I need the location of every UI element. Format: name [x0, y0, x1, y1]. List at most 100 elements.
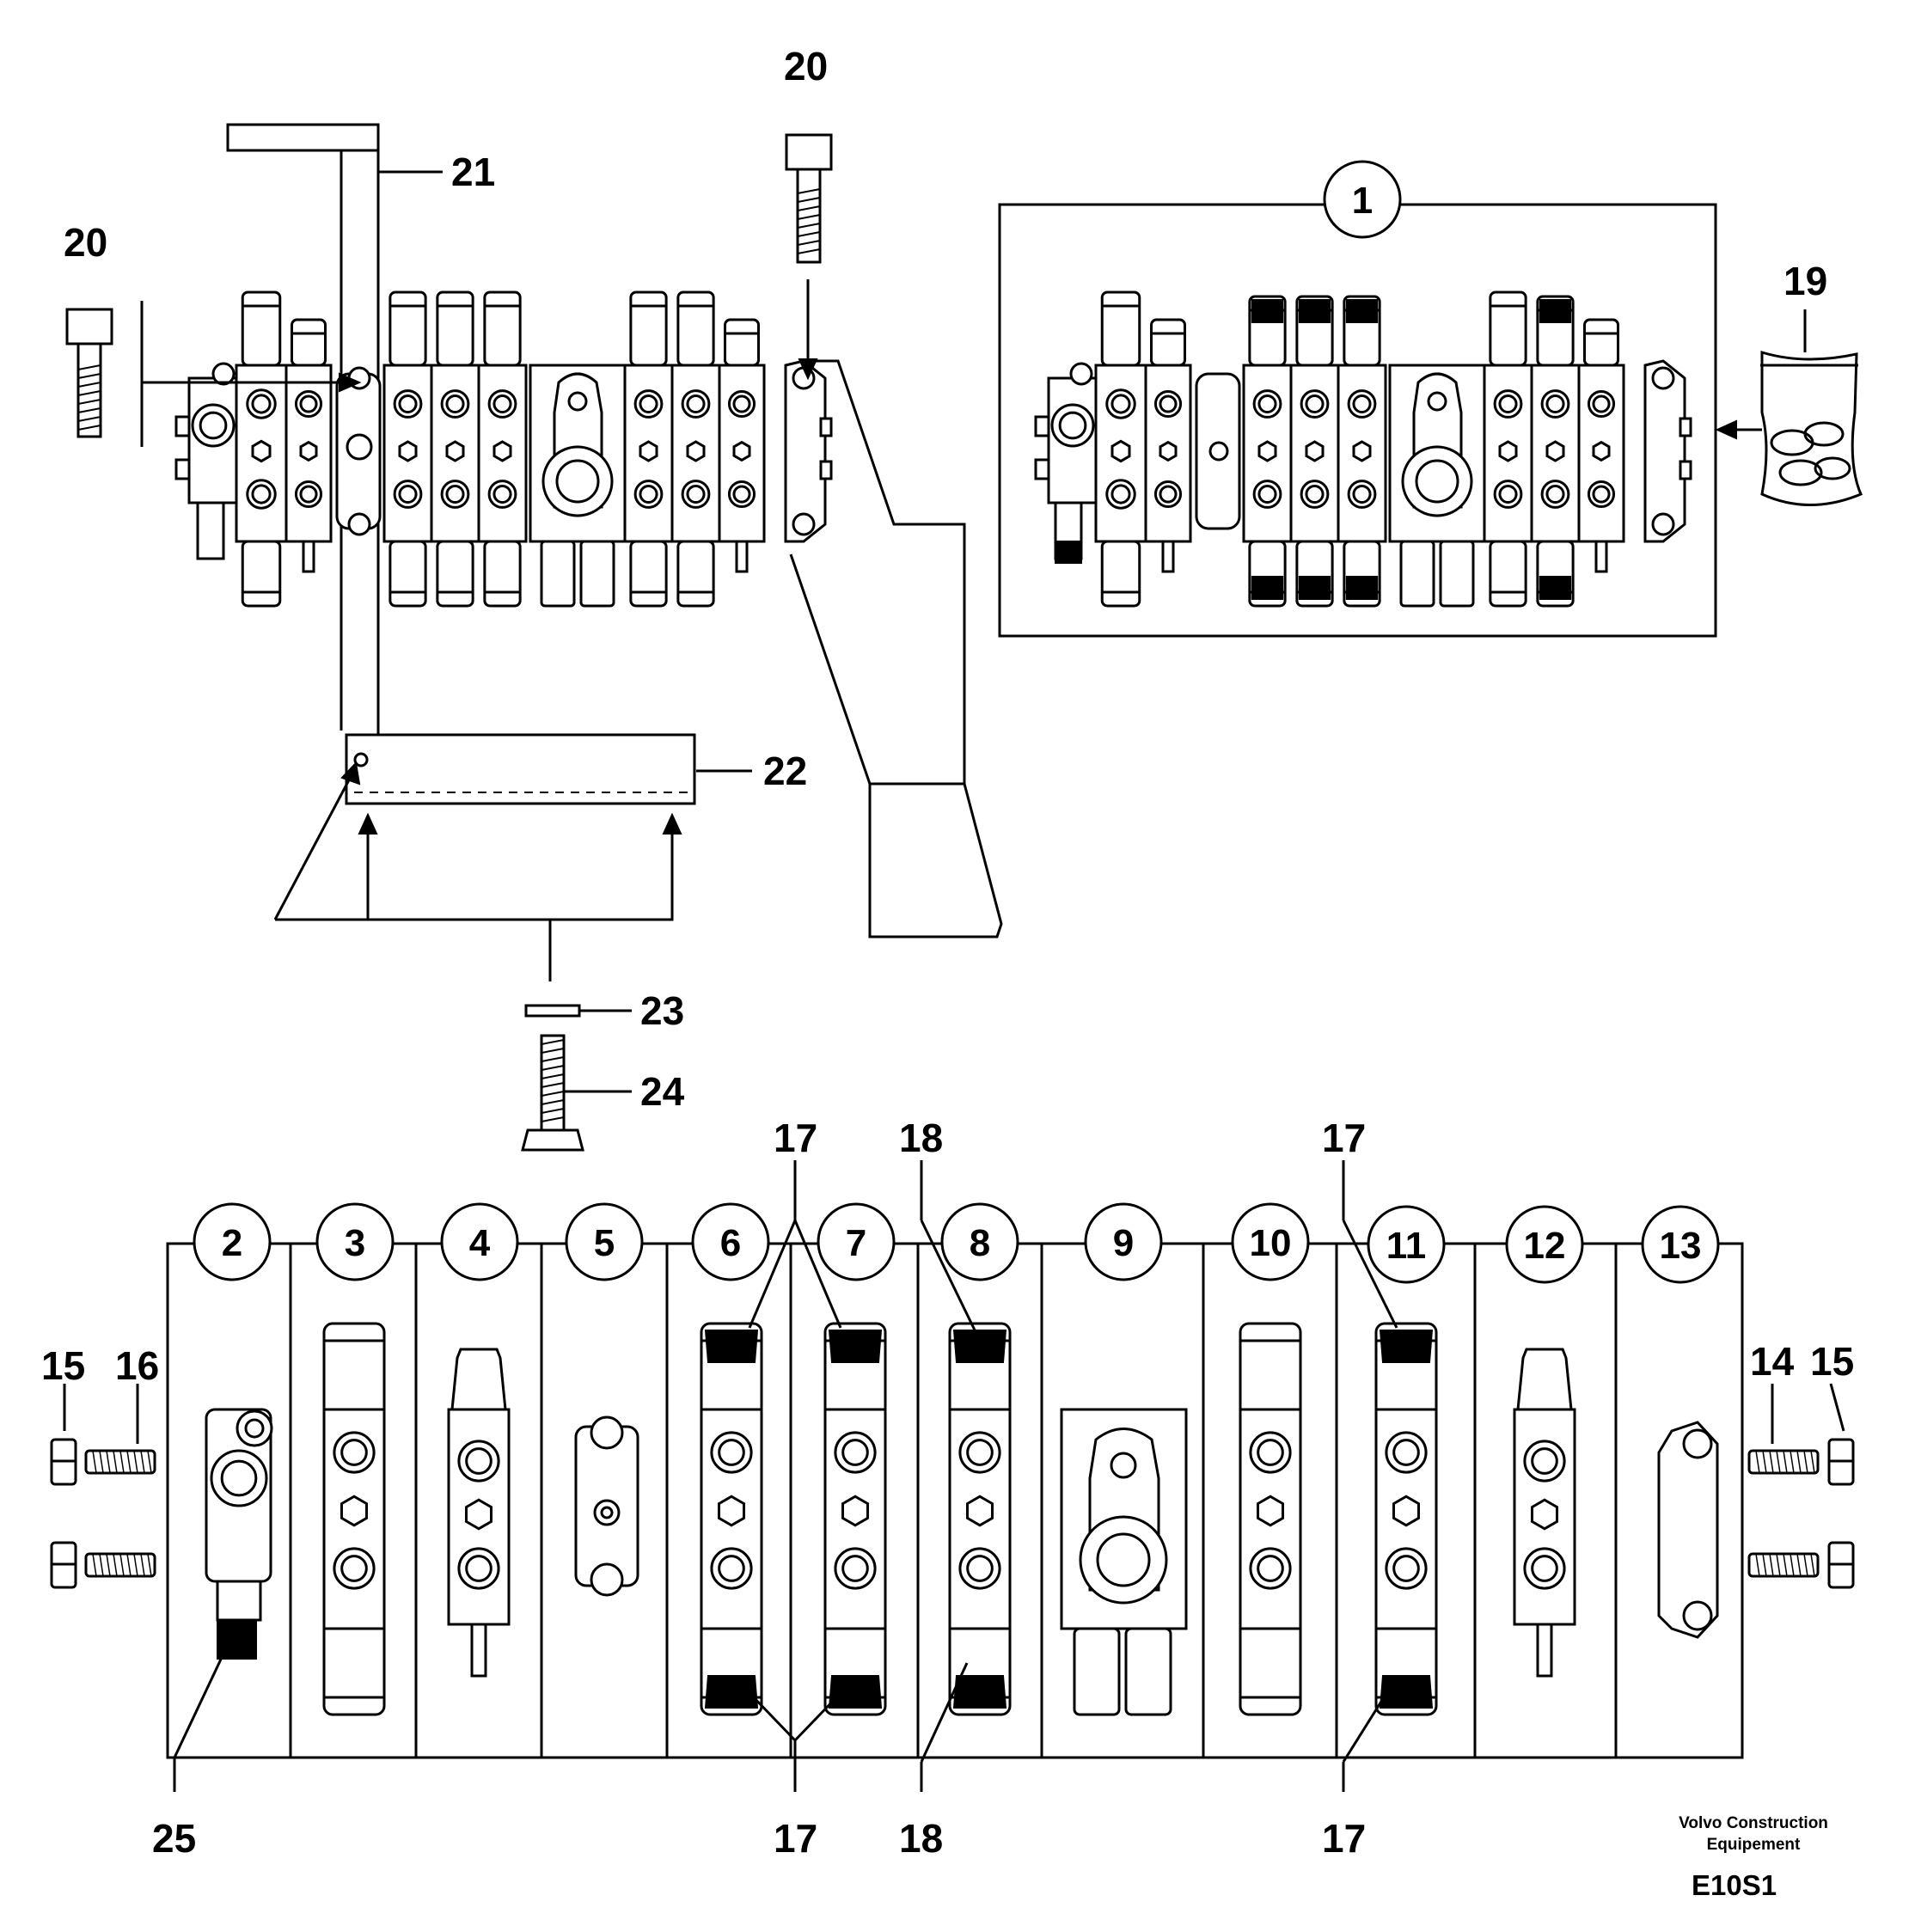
section-stem [1536, 1623, 1553, 1678]
relief-valve [196, 501, 225, 560]
hex-plug [340, 1495, 368, 1527]
callout-label-2: 2 [222, 1222, 242, 1264]
thread-line [77, 399, 101, 405]
hex-plug [445, 440, 465, 462]
mount-hole [347, 512, 371, 536]
port-inner [1257, 484, 1277, 504]
port-inner [841, 1439, 869, 1466]
callout-label-9: 9 [1113, 1222, 1134, 1264]
port-inner [445, 394, 465, 414]
port-inner [639, 484, 658, 504]
thread-line [541, 1091, 565, 1097]
inlet-ear-hole [244, 1418, 265, 1439]
center-hole [1110, 1452, 1137, 1479]
thread-line [77, 390, 101, 396]
thread-line [99, 1553, 104, 1577]
end-nut [1679, 417, 1692, 437]
callout-13 [1641, 1205, 1720, 1284]
port-circle [191, 403, 236, 448]
end-hole [1682, 1600, 1713, 1631]
hex-plug [732, 440, 751, 462]
thread-line [1803, 1450, 1808, 1474]
fasteners-right [1747, 1438, 1855, 1589]
center-plug [579, 540, 615, 608]
thread-line [1810, 1450, 1815, 1474]
callout-7 [817, 1202, 896, 1281]
label-24: 24 [640, 1069, 685, 1114]
port-inner [398, 394, 418, 414]
bolt-part-bottom [521, 1034, 584, 1152]
hex-plug [1257, 440, 1277, 462]
section-cap [450, 1348, 507, 1411]
hex-plug [718, 1495, 745, 1527]
port-inner [686, 394, 706, 414]
thread-line [77, 364, 101, 370]
center-plug [540, 540, 576, 608]
thread-line [541, 1099, 565, 1105]
mount-tab [335, 372, 382, 530]
relief-cap-black [1055, 541, 1082, 564]
port-inner [1305, 394, 1325, 414]
port-inner [299, 485, 318, 504]
inlet-nut [174, 415, 191, 437]
spool-cap-bottom [629, 540, 668, 608]
thread-line [77, 407, 101, 413]
hex-plug [686, 440, 706, 462]
hex-plug [1392, 1495, 1420, 1527]
end-hole [1651, 366, 1675, 390]
label-16: 16 [115, 1343, 159, 1388]
label-17-top-left: 17 [774, 1116, 817, 1160]
thread-line [147, 1450, 152, 1474]
thread-line [541, 1065, 565, 1071]
thread-line [113, 1450, 118, 1474]
company-line-2: Equipement [1707, 1836, 1801, 1854]
port-inner [493, 484, 512, 504]
callout-label-3: 3 [345, 1222, 365, 1264]
port-inner [1352, 484, 1372, 504]
thread-line [77, 382, 101, 388]
bolt-part-left [65, 308, 113, 438]
thread-line [1755, 1450, 1760, 1474]
callout-9 [1084, 1202, 1163, 1281]
port-circle [457, 1440, 500, 1483]
spool-cap-top [241, 290, 282, 367]
port-circle [1050, 403, 1095, 448]
port-inner [251, 484, 272, 504]
drawing-code: E10S1 [1692, 1869, 1777, 1901]
port-circle [210, 1449, 268, 1507]
center-port [1401, 445, 1473, 517]
thread-line [1769, 1450, 1774, 1474]
port-circle [1249, 1547, 1292, 1590]
callout-label-13: 13 [1660, 1225, 1702, 1267]
callout-label-12: 12 [1524, 1225, 1566, 1267]
hex-plug [251, 439, 272, 463]
thread-line [541, 1108, 565, 1114]
label-20-top: 20 [784, 44, 828, 89]
spool-cap-bottom [483, 540, 522, 608]
thread-line [1790, 1450, 1795, 1474]
port-inner [1257, 1439, 1284, 1466]
spool-cap-top [1100, 290, 1141, 367]
port-inner [1305, 484, 1325, 504]
section-stem [470, 1623, 487, 1678]
fasteners-left [50, 1438, 156, 1589]
seal-kit-bag [1760, 350, 1863, 506]
port-circle [333, 1547, 376, 1590]
center-plug [1073, 1627, 1121, 1716]
seal-black-top [828, 1330, 883, 1363]
thread-line [133, 1450, 138, 1474]
callout-label-5: 5 [594, 1222, 615, 1264]
tab-hole-inner [600, 1506, 614, 1519]
center-port-inner [1415, 459, 1459, 504]
label-23: 23 [640, 988, 684, 1033]
thread-line [119, 1450, 125, 1474]
callout-label-11: 11 [1386, 1225, 1427, 1267]
hex-plug [1305, 440, 1325, 462]
seal-black [1539, 576, 1572, 600]
port-inner [1545, 484, 1565, 504]
center-port-inner [555, 459, 600, 504]
spool-cap-top [629, 290, 668, 367]
port-circle [958, 1431, 1001, 1474]
